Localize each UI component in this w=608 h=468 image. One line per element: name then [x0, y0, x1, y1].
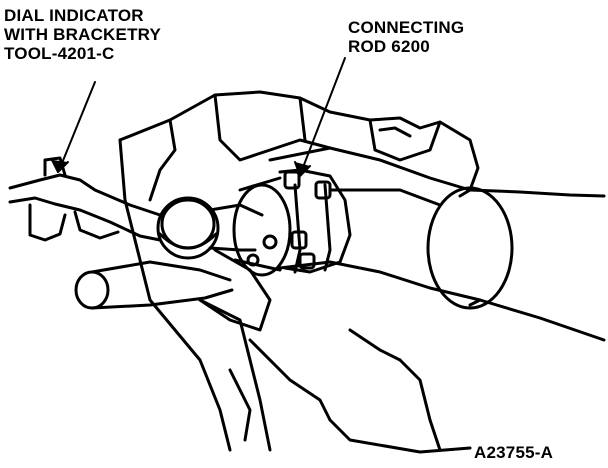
dial-bracketry — [8, 156, 162, 242]
dial-indicator — [156, 196, 264, 260]
engine-block — [118, 90, 480, 454]
connecting-rod-arrowhead — [294, 161, 311, 177]
dial-indicator-line-2: WITH BRACKETRY — [4, 25, 162, 44]
dial-indicator-callout: DIAL INDICATOR WITH BRACKETRY TOOL-4201-… — [4, 6, 161, 63]
connecting-rod-leader — [301, 57, 346, 171]
figure-id: A23755-A — [474, 443, 554, 462]
dial-indicator-line-3: TOOL-4201-C — [4, 44, 115, 63]
tube — [74, 260, 234, 310]
dial-indicator-line-1: DIAL INDICATOR — [4, 6, 144, 25]
connecting-rod-shaft — [268, 146, 606, 342]
connecting-rod-line-1: CONNECTING — [348, 18, 465, 37]
leader-lines — [51, 57, 346, 177]
connecting-rod-line-2: ROD 6200 — [348, 37, 430, 56]
dial-indicator-leader — [59, 81, 96, 169]
connecting-rod-cap — [278, 168, 352, 274]
dial-indicator-arrowhead — [51, 159, 69, 173]
crank-throw — [232, 176, 292, 277]
connecting-rod-callout: CONNECTING ROD 6200 — [348, 18, 464, 56]
